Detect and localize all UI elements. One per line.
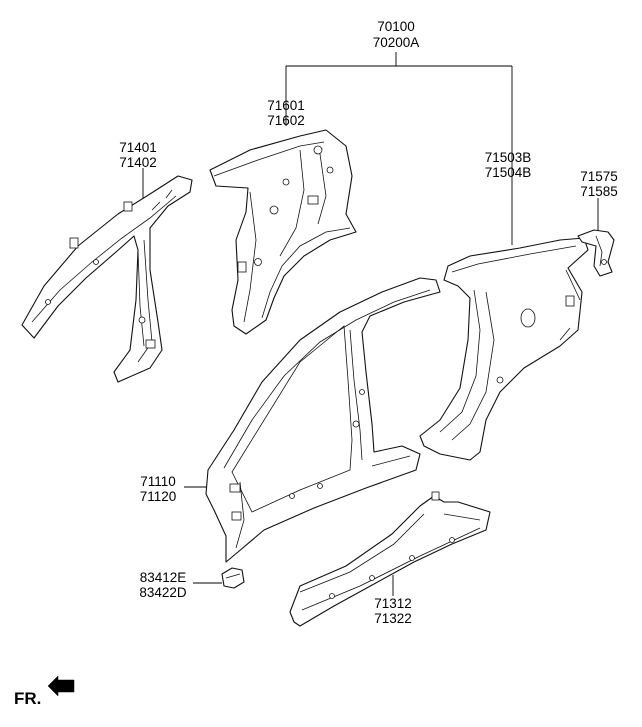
label-70200A: 70200A: [373, 35, 420, 50]
label-71401: 71401: [119, 140, 157, 155]
part-labels: 70100 70200A 71401 71402 71601 71602 715…: [119, 19, 618, 626]
front-arrow-icon: [47, 675, 75, 697]
label-71110: 71110: [140, 474, 176, 489]
label-71504B: 71504B: [485, 165, 532, 180]
label-71503B: 71503B: [485, 150, 532, 165]
front-indicator: FR.: [14, 675, 75, 708]
label-71120: 71120: [140, 489, 177, 504]
sill-part: [289, 491, 491, 627]
label-71312: 71312: [374, 596, 412, 611]
label-71601: 71601: [267, 98, 305, 113]
label-71575: 71575: [580, 169, 618, 184]
patch-part: [221, 567, 245, 589]
bracket-part: [577, 229, 615, 277]
side-outer-panel-part: [205, 277, 441, 563]
label-71322: 71322: [374, 611, 412, 626]
label-83422D: 83422D: [139, 585, 187, 600]
wheelhouse-inner-part: [209, 129, 357, 335]
label-71585: 71585: [580, 184, 618, 199]
label-70100: 70100: [377, 19, 415, 34]
label-83412E: 83412E: [140, 570, 187, 585]
front-label: FR.: [14, 689, 41, 708]
quarter-panel-outer-part: [419, 237, 589, 461]
label-71602: 71602: [267, 113, 305, 128]
label-71402: 71402: [119, 155, 157, 170]
a-pillar-inner-part: [21, 175, 193, 383]
